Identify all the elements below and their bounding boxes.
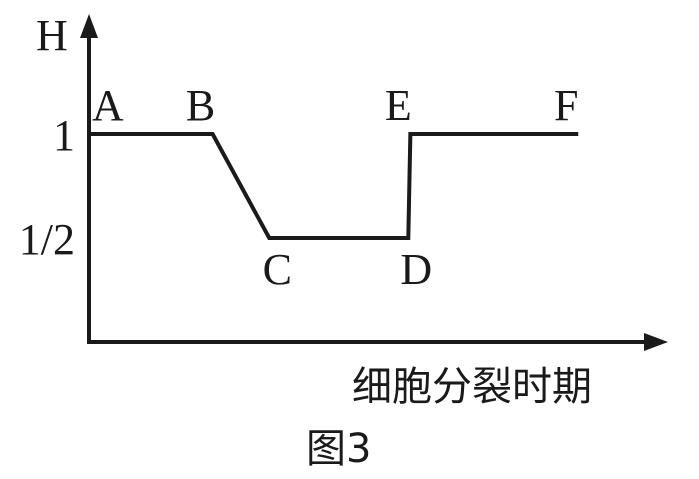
x-axis-label: 细胞分裂时期 [352, 364, 592, 410]
point-label-f: F [554, 81, 578, 130]
y-axis-arrow-icon [80, 14, 98, 38]
tick-layer: 1 1/2 [19, 111, 75, 264]
point-label-layer: A B C D E F [92, 81, 578, 294]
point-label-d: D [400, 245, 432, 294]
figure-caption: 图3 [306, 426, 371, 472]
point-label-b: B [186, 81, 215, 130]
series-line-0 [89, 132, 579, 240]
y-axis-label: H [36, 11, 68, 60]
point-label-c: C [263, 245, 292, 294]
point-label-a: A [92, 81, 124, 130]
y-tick-label-1: 1/2 [19, 215, 75, 264]
y-tick-label-0: 1 [53, 111, 75, 160]
x-axis-arrow-icon [644, 333, 668, 351]
series-layer [89, 132, 579, 240]
point-label-e: E [385, 81, 412, 130]
